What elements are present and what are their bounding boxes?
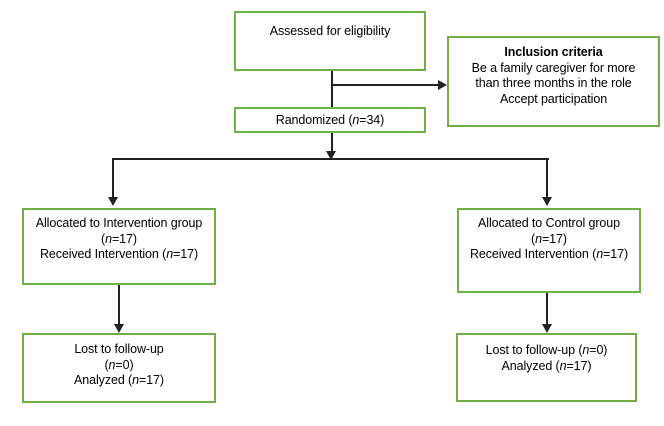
arrow-split-to-intervention [112, 158, 114, 197]
inclusion-criteria-box: Inclusion criteria Be a family caregiver… [447, 36, 660, 127]
arrowhead-down-icon [108, 197, 118, 206]
arrowhead-down-icon [542, 324, 552, 333]
arrowhead-down-icon [542, 197, 552, 206]
arrowhead-right-icon [438, 80, 447, 90]
lost-followup-intervention-box: Lost to follow-up(n=0)Analyzed (n=17) [22, 333, 216, 403]
randomized-box: Randomized (n=34) [234, 107, 426, 133]
allocated-control-box: Allocated to Control group(n=17)Received… [457, 208, 641, 293]
arrow-to-inclusion-criteria [332, 84, 438, 86]
assessed-for-eligibility-box: Assessed for eligibility [234, 11, 426, 71]
arrowhead-down-icon [326, 151, 336, 160]
arrow-control-to-followup [546, 293, 548, 325]
arrowhead-down-icon [114, 324, 124, 333]
arrow-intervention-to-followup [118, 285, 120, 325]
arrow-split-to-control [546, 158, 548, 197]
split-line [112, 158, 549, 160]
allocated-intervention-box: Allocated to Intervention group(n=17)Rec… [22, 208, 216, 285]
arrow-randomized-to-split [331, 132, 333, 152]
inclusion-criteria-title: Inclusion criteria [504, 45, 603, 59]
lost-followup-control-box: Lost to follow-up (n=0)Analyzed (n=17) [456, 333, 637, 402]
connector-assessed-to-randomized [331, 71, 333, 107]
